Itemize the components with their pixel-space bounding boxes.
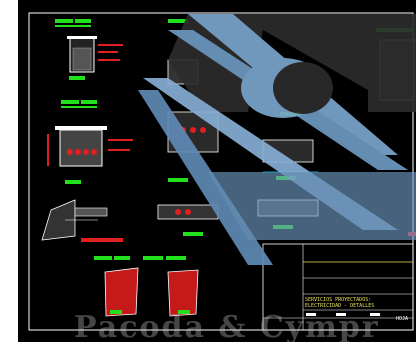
- cad-drawing: [28, 12, 416, 331]
- detail-top-left: [55, 19, 123, 80]
- green-label: [114, 256, 130, 260]
- pit-cover: [67, 36, 97, 39]
- red-label: [81, 238, 123, 242]
- duct: [74, 207, 108, 217]
- pit-fill: [72, 47, 92, 71]
- conduit: [185, 209, 191, 215]
- green-label: [183, 232, 203, 236]
- conduit: [91, 149, 97, 155]
- green-label: [178, 310, 190, 314]
- green-label: [110, 310, 122, 314]
- green-label: [61, 100, 79, 104]
- conduit: [200, 127, 206, 133]
- green-label: [65, 180, 81, 184]
- title-block-frame: [262, 243, 414, 331]
- green-label: [69, 76, 85, 80]
- green-label: [168, 178, 188, 182]
- trench-section: [59, 129, 103, 167]
- logo-ellipse-inner: [273, 62, 333, 114]
- green-label: [143, 256, 163, 260]
- conduit: [175, 209, 181, 215]
- sheet-label: HOJA: [396, 316, 409, 322]
- logo-overlay: [138, 14, 416, 265]
- green-label: [55, 25, 91, 27]
- title-block-line-1: SERVICIOS PROYECTADOS:: [305, 297, 372, 303]
- drawing-sheet: SERVICIOS PROYECTADOS: ELECTRICIDAD - DE…: [18, 0, 416, 342]
- detail-bottom-left: [94, 256, 199, 317]
- footing-section: [104, 267, 139, 317]
- footing-section: [167, 269, 199, 317]
- green-label: [168, 19, 188, 23]
- detail-left-middle: [47, 100, 133, 184]
- slab: [55, 126, 107, 130]
- watermark: Pacoda & Cympr: [74, 310, 380, 342]
- conduit: [190, 127, 196, 133]
- sheet-border: [28, 12, 414, 331]
- title-block-line-2: ELECTRICIDAD - DETALLES: [305, 303, 375, 309]
- green-label: [61, 106, 97, 108]
- conduit: [67, 149, 73, 155]
- green-label: [55, 19, 73, 23]
- conduit: [83, 149, 89, 155]
- logo-band: [208, 172, 416, 240]
- conduit: [75, 149, 81, 155]
- title-block: [262, 243, 414, 331]
- wall-profile: [41, 199, 76, 241]
- green-label: [75, 19, 91, 23]
- green-label: [166, 256, 186, 260]
- green-label: [81, 100, 97, 104]
- green-label: [94, 256, 112, 260]
- detail-left-lower: [41, 199, 123, 242]
